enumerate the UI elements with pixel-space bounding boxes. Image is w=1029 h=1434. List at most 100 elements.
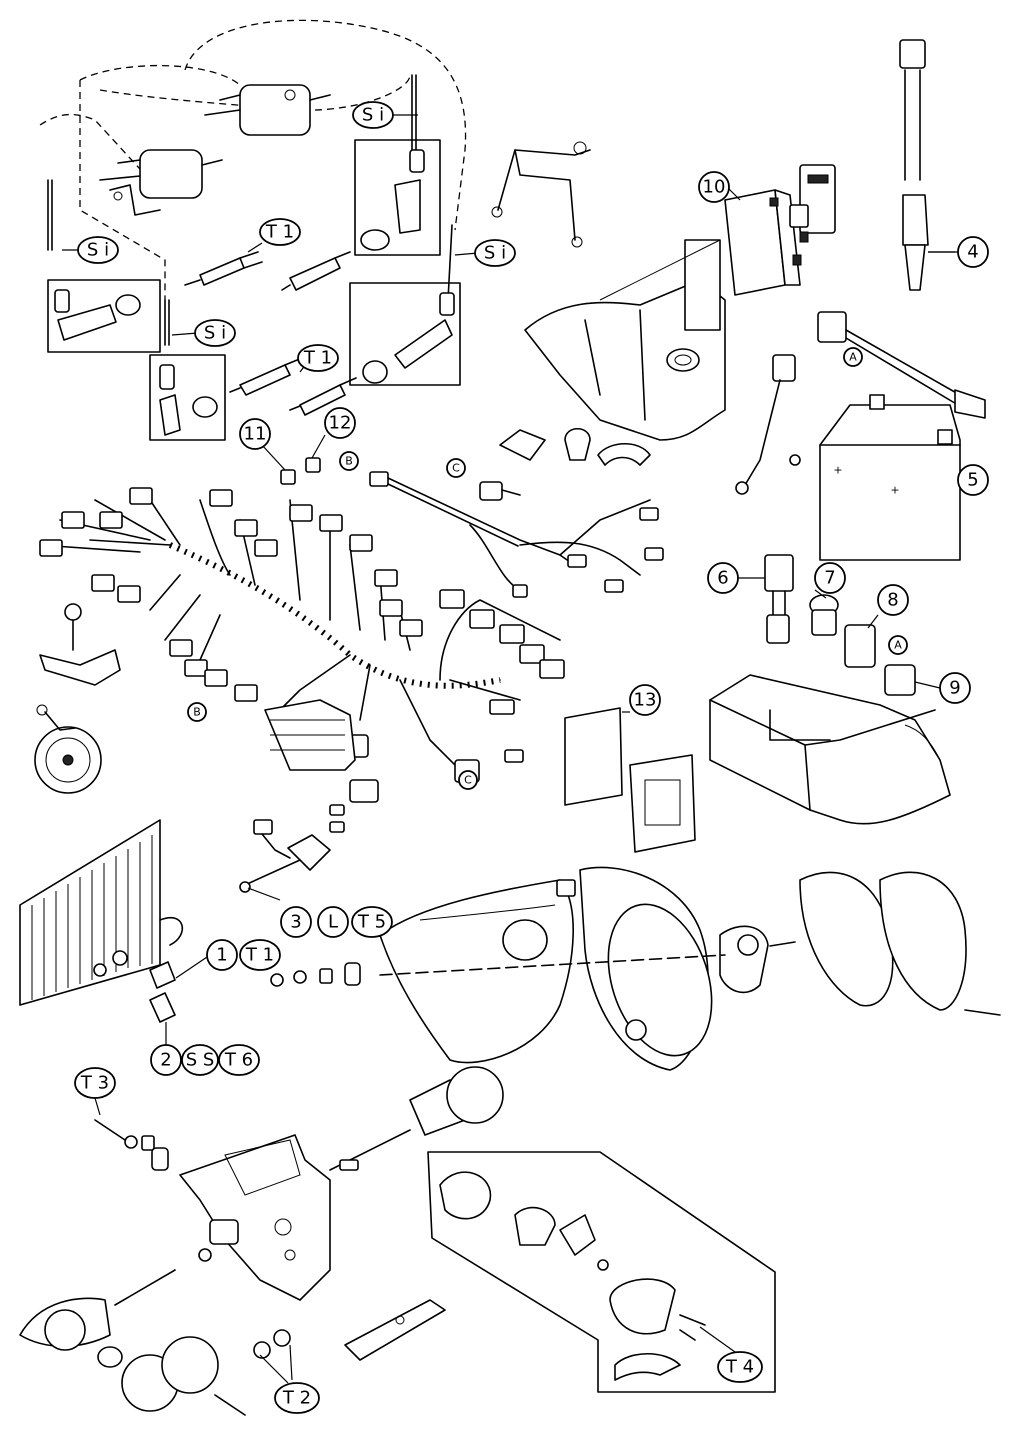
svg-text:1: 1 (216, 945, 227, 966)
svg-text:T 6: T 6 (224, 1050, 253, 1071)
clamps (499, 427, 651, 466)
callout-2: 2 (150, 1044, 182, 1076)
svg-text:T 1: T 1 (265, 222, 294, 243)
svg-text:S i: S i (362, 105, 384, 126)
relay-box (724, 164, 836, 296)
callout-si-2: S i (77, 236, 119, 264)
mounting-bracket-top (491, 141, 591, 248)
radiator (19, 819, 184, 1006)
svg-text:4: 4 (967, 242, 978, 263)
callout-c-upper: C (446, 458, 466, 478)
svg-text:C: C (452, 462, 460, 475)
callout-c-lower: C (458, 770, 478, 790)
svg-text:C: C (464, 774, 472, 787)
sub-harness (369, 471, 664, 598)
plug-cap-box-upper-right (354, 139, 441, 256)
battery-case-cover (524, 239, 726, 441)
temp-sensor-2 (149, 992, 176, 1023)
headlight-fasteners (270, 941, 1001, 1016)
callout-a-tray: A (888, 635, 908, 655)
callout-13: 13 (629, 684, 661, 716)
callout-si-3: S i (474, 239, 516, 267)
callout-t3: T 3 (74, 1067, 116, 1099)
connector-12 (305, 457, 321, 473)
svg-text:13: 13 (634, 690, 657, 711)
callout-t4: T 4 (717, 1351, 763, 1383)
callout-4: 4 (957, 236, 989, 268)
battery-cable-negative (735, 354, 801, 495)
sensor-with-lead (899, 39, 955, 291)
callout-l: L (317, 906, 349, 938)
callout-10: 10 (698, 171, 730, 203)
svg-text:T 5: T 5 (357, 912, 386, 933)
svg-text:7: 7 (824, 568, 835, 589)
license-bracket (179, 1134, 331, 1301)
connector-c-upper (479, 481, 521, 501)
callout-t1-radiator: T 1 (239, 939, 281, 971)
callout-t1-lower: T 1 (297, 344, 339, 372)
svg-text:B: B (193, 706, 201, 719)
horn (34, 704, 102, 794)
sensor-3 (239, 819, 331, 893)
license-plate-bracket (344, 1299, 446, 1361)
headlight-bulb (719, 925, 769, 994)
svg-text:9: 9 (949, 678, 960, 699)
turn-signal-front (329, 1066, 504, 1171)
headlight-housing (556, 866, 713, 1071)
svg-text:A: A (894, 639, 902, 652)
callout-8: 8 (877, 584, 909, 616)
callout-3: 3 (280, 906, 312, 938)
callout-b-lower: B (187, 702, 207, 722)
callout-11: 11 (239, 418, 271, 450)
relay-9 (884, 664, 916, 696)
svg-text:S i: S i (484, 243, 506, 264)
svg-text:T 1: T 1 (303, 348, 332, 369)
svg-text:+: + (833, 464, 842, 477)
svg-text:A: A (849, 351, 857, 364)
svg-text:8: 8 (887, 590, 898, 611)
svg-text:+: + (890, 484, 899, 497)
plug-cap-box-right (349, 282, 461, 386)
callout-si-4: S i (194, 319, 236, 347)
svg-text:11: 11 (244, 424, 267, 445)
relay-8 (844, 624, 876, 668)
svg-text:S i: S i (87, 240, 109, 261)
callout-t6: T 6 (218, 1044, 260, 1076)
svg-text:B: B (345, 455, 353, 468)
svg-text:T 1: T 1 (245, 945, 274, 966)
callout-si-1: S i (352, 101, 394, 129)
relay-7 (809, 594, 839, 636)
callout-6: 6 (707, 562, 739, 594)
callout-5: 5 (957, 464, 989, 496)
battery: + + (819, 394, 961, 561)
spark-plug-lower-right (289, 377, 357, 416)
callout-ss: S S (181, 1044, 219, 1076)
callout-12: 12 (324, 407, 356, 439)
svg-text:6: 6 (717, 568, 728, 589)
relay-6 (764, 554, 794, 644)
turn-signal-rear (19, 1269, 246, 1416)
main-wiring-harness (39, 487, 565, 833)
headlight-lens (879, 871, 967, 1011)
tail-light-exploded-box (427, 1151, 776, 1393)
plug-cap-box-left (47, 279, 161, 353)
callout-1: 1 (206, 939, 238, 971)
battery-cable-positive (817, 311, 986, 419)
spark-plug-upper (184, 251, 263, 286)
svg-text:S i: S i (204, 323, 226, 344)
svg-text:5: 5 (967, 470, 978, 491)
svg-text:3: 3 (290, 912, 301, 933)
ignition-coil-assembly (39, 19, 467, 346)
svg-text:S S: S S (186, 1050, 215, 1071)
svg-text:T 3: T 3 (80, 1073, 109, 1094)
callout-t5: T 5 (351, 906, 393, 938)
battery-tray (709, 674, 951, 825)
callout-9: 9 (939, 672, 971, 704)
svg-text:10: 10 (703, 177, 726, 198)
license-light-fasteners (94, 1119, 291, 1359)
connector-11 (280, 469, 296, 485)
callout-b-upper: B (339, 451, 359, 471)
headlight-ring (799, 871, 894, 1007)
